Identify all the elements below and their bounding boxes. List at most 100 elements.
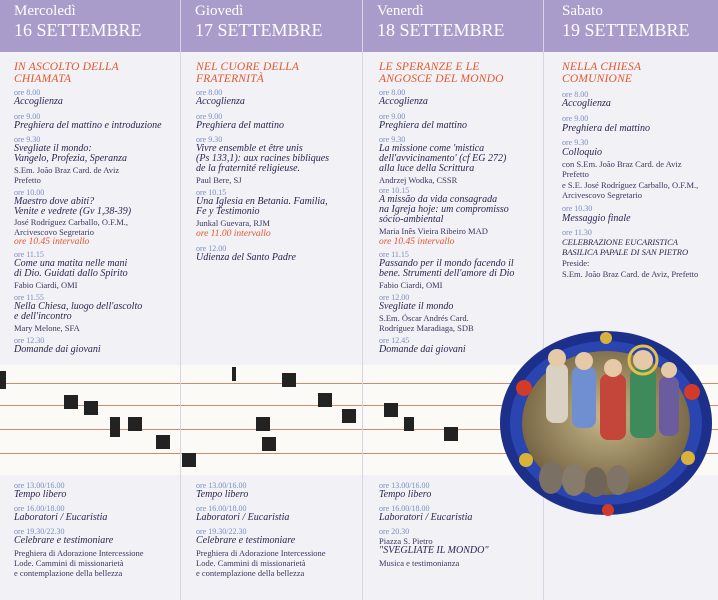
event-label: Preghiera del mattino [379,120,467,131]
time-label: ore 9.30 [379,135,406,144]
fold-line [362,0,363,600]
speaker-label: Piazza S. Pietro [379,536,433,546]
column-thursday: NEL CUORE DELLA FRATERNITÀ ore 8.00 Acco… [188,52,360,352]
section-title: LE SPERANZE E LE [379,61,480,73]
evening-friday: ore 13.00/16.00 Tempo libero ore 16.00/1… [371,475,543,595]
section-title: FRATERNITÀ [196,73,265,85]
time-label: ore 9.30 [14,135,41,144]
music-note [342,409,356,423]
event-label: Laboratori / Eucaristia [196,512,290,523]
day-label: Giovedì [195,3,244,19]
time-label: ore 19.30/22.30 [196,527,247,536]
staff-line [0,429,718,430]
event-label: alla luce della Scrittura [379,163,475,174]
event-label: Laboratori / Eucaristia [379,512,473,523]
event-label: Accoglienza [562,98,611,109]
date-label: 16 SETTEMBRE [14,20,142,40]
speaker-label: Junkal Guevara, RJM [196,218,270,228]
time-label: ore 9.00 [196,112,223,121]
speaker-label: Arcivescovo Segretario [562,190,643,200]
event-label: Come una matita nelle mani [14,258,128,269]
event-label: CELEBRAZIONE EUCARISTICA [562,237,678,247]
event-label: Vangelo, Profezia, Speranza [14,153,127,164]
event-label: A missão da vida consagrada [379,194,498,205]
time-label: ore 12.30 [14,336,45,345]
event-label: Domande dai giovani [14,344,101,355]
event-label: "SVEGLIATE IL MONDO" [379,545,489,556]
speaker-label: Prefetto [14,175,41,185]
music-note [262,437,276,451]
header-saturday: Sabato 19 SETTEMBRE [544,0,718,52]
music-note [404,417,414,431]
section-title: ANGOSCE DEL MONDO [379,73,504,85]
event-label: Passando per il mondo facendo il [379,258,514,269]
speaker-label: Maria Inês Vieira Ribeiro MAD [379,226,488,236]
speaker-label: Mary Melone, SFA [14,323,80,333]
speaker-label: Musica e testimonianza [379,558,460,568]
event-label: Accoglienza [379,96,428,107]
event-label: Celebrare e testimoniare [14,535,114,546]
header-friday: Venerdì 18 SETTEMBRE [363,0,543,52]
event-label: na Igreja hoje: um compromisso [379,204,509,215]
date-label: 17 SETTEMBRE [195,20,323,40]
time-label: ore 8.00 [196,88,223,97]
event-label: de la fraternité religieuse. [196,163,301,174]
staff-line [0,383,718,384]
date-label: 19 SETTEMBRE [562,20,690,40]
time-label: ore 11.15 [379,250,409,259]
break-label: ore 10.45 intervallo [379,237,455,247]
time-label: ore 16.00/18.00 [14,504,65,513]
speaker-label: Prefetto [562,169,589,179]
time-label: ore 12.00 [196,244,227,253]
event-label: Accoglienza [196,96,245,107]
speaker-label: Fabio Ciardi, OMI [14,280,78,290]
event-label: BASILICA PAPALE DI SAN PIETRO [562,247,689,257]
music-note [318,393,332,407]
speaker-label: e contemplazione della bellezza [14,568,123,578]
music-note [110,417,120,437]
event-label: Domande dai giovani [379,344,466,355]
time-label: ore 10.15 [196,188,227,197]
event-label: Vivre ensemble et être unis [196,143,303,154]
time-label: ore 9.00 [14,112,41,121]
event-label: Celebrare e testimoniare [196,535,296,546]
event-label: bene. Strumenti dell'amore di Dio [379,268,515,279]
music-note [384,403,398,417]
music-note [156,435,170,449]
speaker-label: Lode. Cammini di missionarietà [196,558,306,568]
event-label: Messaggio finale [562,213,631,224]
header-thursday: Giovedì 17 SETTEMBRE [181,0,362,52]
speaker-label: Lode. Cammini di missionarietà [14,558,124,568]
event-label: Una Iglesia en Betania. Familia, [196,196,328,207]
speaker-label: S.Em. João Braz Card. de Aviz, Prefetto [562,269,699,279]
time-label: ore 8.00 [14,88,41,97]
break-label: ore 10.45 intervallo [14,237,90,247]
speaker-label: Arcivescovo Segretario [14,227,95,237]
time-label: ore 10.30 [562,204,593,213]
event-label: Svegliate il mondo [379,301,454,312]
event-label: dell'avvicinamento' (cf EG 272) [379,153,507,164]
time-label: ore 11.55 [14,293,44,302]
speaker-label: Preside: [562,258,590,268]
event-label: Fe y Testimonio [196,206,260,217]
column-wednesday: IN ASCOLTO DELLA CHIAMATA ore 8.00 Accog… [6,52,178,372]
time-label: ore 10.15 [379,186,410,195]
illuminated-medallion-image [500,331,712,516]
event-label: Venite e vedrete (Gv 1,38-39) [14,206,132,217]
time-label: ore 10.00 [14,188,45,197]
speaker-label: e contemplazione della bellezza [196,568,305,578]
column-saturday: NELLA CHIESA COMUNIONE ore 8.00 Accoglie… [554,52,718,322]
staff-line [0,453,718,454]
music-note [444,427,458,441]
event-label: Tempo libero [14,489,67,500]
time-label: ore 9.00 [379,112,406,121]
speaker-label: Preghiera di Adorazione Intercessione [196,548,326,558]
event-label: Preghiera del mattino [196,120,284,131]
time-label: ore 8.00 [379,88,406,97]
day-label: Mercoledì [14,3,76,19]
time-label: ore 11.15 [14,250,44,259]
speaker-label: Rodríguez Maradiaga, SDB [379,323,474,333]
time-label: ore 12.45 [379,336,410,345]
time-label: ore 20.30 [379,527,410,536]
speaker-label: Paul Bere, SJ [196,175,242,185]
